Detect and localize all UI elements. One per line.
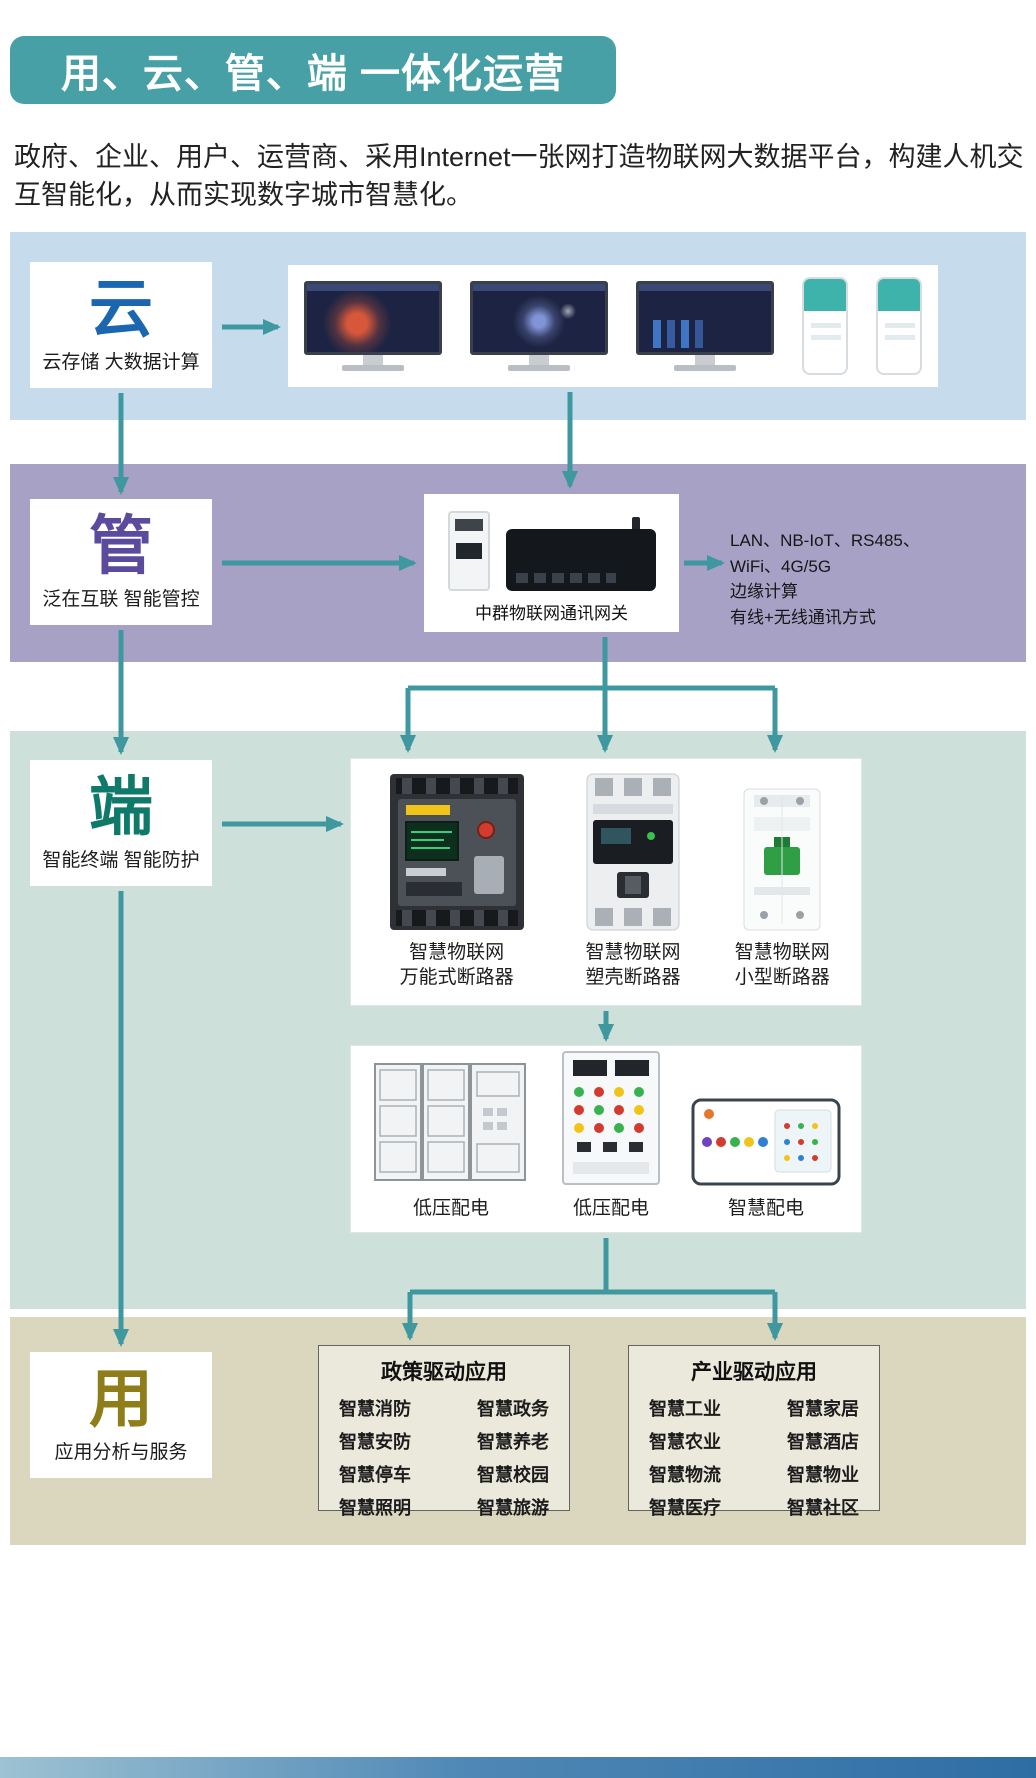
pipe-label-card: 管 泛在互联 智能管控 [30, 499, 212, 625]
breakers-box: 智慧物联网 万能式断路器 智慧物联网 塑 [350, 758, 862, 1006]
panels-box: 低压配电 低压配电 [350, 1045, 862, 1233]
pipe-layer-band: 管 泛在互联 智能管控 中群物联网通讯网关 LAN、NB-IoT、RS485、 … [10, 464, 1026, 662]
mini-breaker-icon [743, 788, 821, 931]
cloud-letter: 云 [89, 273, 153, 346]
terminal-layer-band: 端 智能终端 智能防护 [10, 731, 1026, 1309]
switchgear-cabinet-icon [374, 1063, 526, 1182]
app-item: 智慧酒店 [787, 1432, 859, 1452]
distribution-box-icon [562, 1051, 660, 1186]
distribution-box-item: 低压配电 [559, 1048, 663, 1222]
cloud-subtitle: 云存储 大数据计算 [42, 351, 200, 373]
page-title: 用、云、管、端 一体化运营 [60, 52, 566, 96]
comm-line: 边缘计算 [730, 582, 798, 601]
application-layer-band: 用 应用分析与服务 政策驱动应用 智慧消防 智慧安防 智慧停车 智慧照明 智慧政… [10, 1317, 1026, 1545]
app-item: 智慧停车 [339, 1465, 411, 1485]
footer-bar [0, 1757, 1036, 1778]
dashboard-monitor-icon [304, 281, 442, 371]
acb-breaker-icon [389, 773, 524, 930]
dashboard-monitor-icon [470, 281, 608, 371]
smart-panel-icon [691, 1098, 841, 1186]
device-label: 智慧配电 [727, 1198, 804, 1220]
monitor-stand [363, 355, 383, 365]
terminal-label-card: 端 智能终端 智能防护 [30, 760, 212, 886]
gateway-devices [447, 511, 656, 591]
monitor-base [342, 365, 404, 371]
app-item: 智慧旅游 [477, 1498, 549, 1518]
mini-breaker-item: 智慧物联网 小型断路器 [734, 787, 830, 991]
application-letter: 用 [89, 1363, 153, 1436]
monitor-base [508, 365, 570, 371]
mccb-breaker-icon [586, 773, 680, 931]
policy-apps-box: 政策驱动应用 智慧消防 智慧安防 智慧停车 智慧照明 智慧政务 智慧养老 智慧校… [318, 1345, 570, 1518]
monitor-screen [470, 281, 608, 355]
gateway-card: 中群物联网通讯网关 [424, 494, 679, 632]
comm-line: WiFi、4G/5G [730, 556, 832, 576]
gateway-caption: 中群物联网通讯网关 [475, 604, 628, 623]
policy-apps-list: 智慧消防 智慧安防 智慧停车 智慧照明 智慧政务 智慧养老 智慧校园 智慧旅游 [331, 1395, 557, 1520]
app-item: 智慧医疗 [649, 1498, 721, 1518]
app-item: 智慧养老 [477, 1432, 549, 1452]
pipe-letter: 管 [89, 510, 153, 583]
comm-line: 有线+无线通讯方式 [730, 607, 876, 627]
monitor-base [674, 365, 736, 371]
mobile-app-phone-icon [802, 277, 848, 375]
app-item: 智慧物流 [649, 1465, 721, 1485]
mobile-app-phone-icon [876, 277, 922, 375]
monitor-screen [304, 281, 442, 355]
monitor-screen [636, 281, 774, 355]
app-item: 智慧物业 [787, 1465, 859, 1485]
app-item: 智慧农业 [649, 1432, 721, 1452]
industry-apps-title: 产业驱动应用 [691, 1361, 817, 1384]
intro-text: 政府、企业、用户、运营商、采用Internet一张网打造物联网大数据平台，构建人… [14, 142, 1024, 211]
din-rail-meter-icon [447, 511, 490, 591]
app-item: 智慧社区 [787, 1498, 859, 1518]
device-label: 低压配电 [412, 1198, 489, 1220]
app-item: 智慧家居 [787, 1399, 859, 1419]
device-label: 智慧物联网 小型断路器 [734, 941, 830, 989]
comm-line: LAN、NB-IoT、RS485、 [730, 531, 920, 550]
industry-apps-list: 智慧工业 智慧农业 智慧物流 智慧医疗 智慧家居 智慧酒店 智慧物业 智慧社区 [641, 1395, 867, 1520]
app-item: 智慧消防 [339, 1399, 411, 1419]
iot-gateway-icon [505, 517, 656, 591]
monitor-stand [529, 355, 549, 365]
terminal-letter: 端 [89, 771, 153, 844]
application-subtitle: 应用分析与服务 [54, 1441, 188, 1463]
mccb-breaker-item: 智慧物联网 塑壳断路器 [581, 772, 685, 991]
policy-apps-title: 政策驱动应用 [381, 1361, 507, 1384]
terminal-subtitle: 智能终端 智能防护 [42, 849, 200, 871]
cloud-layer-band: 云 云存储 大数据计算 [10, 232, 1026, 420]
app-item: 智慧照明 [339, 1498, 411, 1518]
app-item: 智慧工业 [649, 1399, 721, 1419]
cloud-dashboards-card [288, 265, 938, 387]
title-banner: 用、云、管、端 一体化运营 [10, 36, 616, 104]
app-item: 智慧安防 [339, 1432, 411, 1452]
device-label: 智慧物联网 塑壳断路器 [585, 941, 681, 989]
monitor-stand [695, 355, 715, 365]
smart-panel-item: 智慧配电 [691, 1096, 841, 1222]
application-label-card: 用 应用分析与服务 [30, 1352, 212, 1478]
dashboard-monitor-icon [636, 281, 774, 371]
device-label: 智慧物联网 万能式断路器 [399, 941, 514, 989]
switchgear-cabinet-item: 低压配电 [371, 1060, 531, 1222]
pipe-subtitle: 泛在互联 智能管控 [42, 588, 200, 610]
industry-apps-box: 产业驱动应用 智慧工业 智慧农业 智慧物流 智慧医疗 智慧家居 智慧酒店 智慧物… [628, 1345, 880, 1518]
acb-breaker-item: 智慧物联网 万能式断路器 [382, 772, 532, 991]
cloud-label-card: 云 云存储 大数据计算 [30, 262, 212, 388]
app-item: 智慧校园 [477, 1465, 549, 1485]
app-item: 智慧政务 [477, 1399, 549, 1419]
comm-methods-text: LAN、NB-IoT、RS485、 WiFi、4G/5G 边缘计算 有线+无线通… [730, 528, 920, 630]
device-label: 低压配电 [572, 1198, 649, 1220]
